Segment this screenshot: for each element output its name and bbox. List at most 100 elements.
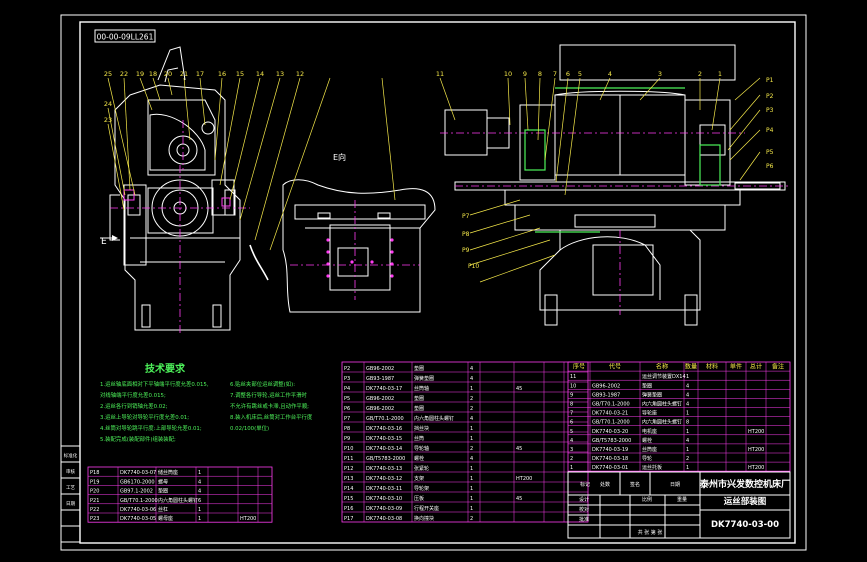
table-cell: 45 [516,446,522,452]
table-cell: DK7740-03-20 [592,429,628,435]
table-cell: DK7740-03-11 [366,486,402,492]
table-cell: 11 [570,374,576,380]
table-header-cell: 材料 [706,363,718,371]
tech-requirement-item: 3.运丝上导轮对导轮平行度允差0.01; [100,413,189,421]
table-cell: 4 [198,479,201,485]
table-cell: DK7740-03-15 [366,436,402,442]
table-cell: 1 [470,506,473,512]
callout-p3: P3 [766,107,774,114]
table-cell: P13 [344,476,353,482]
view-e-label: E向 [333,152,346,162]
technical-requirements: 技术要求 1.运丝轴底面相对下平轴端平行度允差0.015, 对线轴端平行度允差0… [100,362,313,443]
table-header-cell: 数量 [685,363,697,371]
table-cell: 电机座 [642,428,657,435]
tech-requirement-item: 2.运丝各行到销轴允差0.02; [100,402,168,410]
drawing-number: DK7740-03-00 [711,520,779,530]
left-view-centerlines [110,120,250,335]
company-name: 泰州市兴发数控机床厂 [699,478,790,490]
callout-right-11: 11 [436,70,444,78]
table-cell: 1 [198,507,201,513]
table-cell: 7 [570,411,573,417]
table-cell: DK7740-03-09 [366,506,402,512]
table-cell: GB96-2002 [366,406,394,412]
table-cell: 压板 [414,495,424,502]
table-cell: 垫圈 [158,488,168,495]
table-cell: 6 [570,420,573,426]
table-cell: 内六角圆柱头螺钉 [642,401,682,408]
table-cell: GB/T5783-2000 [592,438,631,444]
table-cell: 张紧轮 [414,465,429,472]
callout-p10: P10 [468,263,479,270]
side-strip-label: 工艺 [66,485,75,491]
inner-border [79,21,796,544]
table-cell: P16 [344,506,353,512]
callout-left-13: 13 [276,70,284,78]
callout-right-1: 1 [718,70,722,78]
table-cell: DK7740-03-10 [366,496,402,502]
table-cell: 3 [570,447,573,453]
tech-requirement-item: 不允许有跳丝或卡滞,且动作平顺; [230,402,309,410]
table-cell: 1 [686,411,689,417]
table-cell: 垫圈 [414,395,424,402]
callout-left-17: 17 [196,70,204,78]
table-cell: 支架 [414,475,424,482]
arrow-e: E [101,235,118,247]
table-cell: 4 [686,392,689,398]
tech-requirement-item: 5.装配完成(装配部件)组装装配; [100,435,176,443]
title-scale: 比例 [642,496,652,503]
table-cell: DK7740-03-18 [592,456,628,462]
tech-title: 技术要求 [145,362,186,375]
table-cell: DK7740-03-19 [592,447,628,453]
table-cell: P15 [344,496,353,502]
table-cell: HT200 [748,429,764,435]
table-cell: P20 [90,489,99,495]
callout-left-15: 15 [236,70,244,78]
table-cell: DK7740-03-08 [366,516,402,522]
table-cell: 4 [470,456,473,462]
callout-right-6: 6 [566,70,570,78]
table-cell: P6 [344,406,350,412]
callout-left-18: 18 [149,70,157,78]
title-date: 日期 [670,482,680,488]
table-cell: P17 [344,516,353,522]
table-cell: 行程开关座 [414,505,439,512]
table-cell: DK7740-03-07 [120,470,156,476]
title-sign: 签名 [630,481,640,488]
title-sheet: 共 张 第 张 [638,529,663,536]
table-cell: DK7740-03-05 [120,516,156,522]
table-cell: 2 [470,446,473,452]
table-cell: 2 [470,406,473,412]
title-check: 校对 [579,506,589,513]
table-cell: HT200 [748,447,764,453]
table-cell: 1 [470,476,473,482]
callout-right-10: 10 [504,70,512,78]
table-cell: 丝筒 [414,435,424,442]
table-cell: GB97.1-2002 [120,489,153,495]
table-cell: P21 [90,498,99,504]
table-cell: 螺母座 [158,515,173,522]
table-cell: P23 [90,516,99,522]
left-view-highlights [123,189,231,207]
table-cell: 1 [198,516,201,522]
left-side-view [100,46,269,331]
callout-p5: P5 [766,149,774,156]
table-cell: GB93-1987 [366,376,394,382]
table-cell: P14 [344,486,353,492]
callout-right-8: 8 [538,70,542,78]
table-cell: DK7740-03-14 [366,446,402,452]
callout-left-25: 25 [104,70,112,78]
table-cell: P10 [344,446,353,452]
table-cell: 4 [470,376,473,382]
table-cell: GB/T70.1-2000 [120,498,158,504]
callout-right-7: 7 [553,70,557,78]
table-cell: GB/T5783-2000 [366,456,405,462]
tech-requirement-item: 7.调整各行导轮,运丝工作平滑时 [230,391,308,399]
table-cell: 8 [686,420,689,426]
table-cell: P22 [90,507,99,513]
table-header-cell: 总计 [750,363,762,371]
side-strip-label: 标准化 [64,452,78,459]
table-cell: DK7740-03-21 [592,411,628,417]
